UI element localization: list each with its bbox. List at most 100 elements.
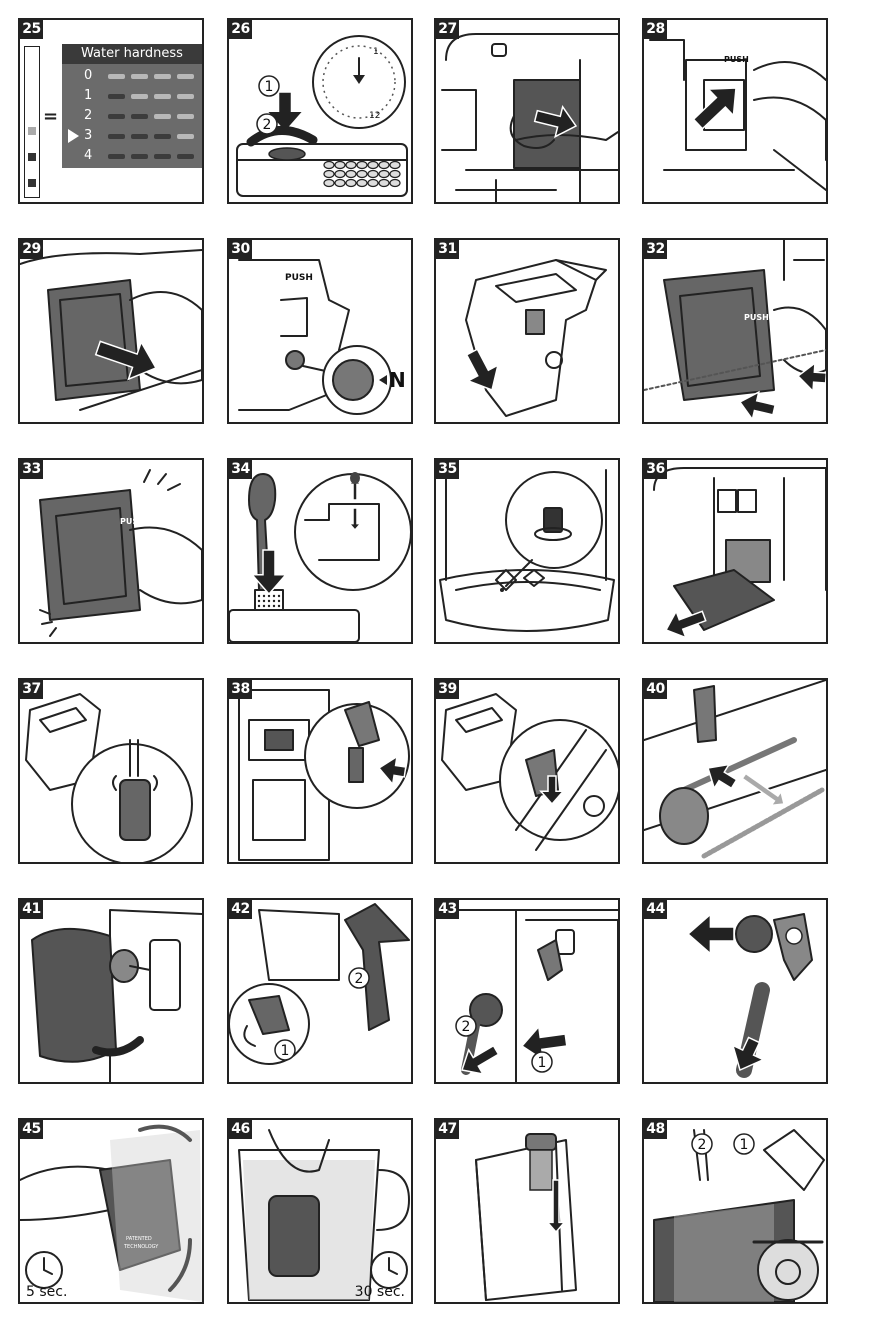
step-illustration xyxy=(644,680,826,862)
step-panel-lubricate-rail: 40 xyxy=(642,678,828,864)
step-panel-milk-jug: 41 xyxy=(18,898,204,1084)
timer-icon xyxy=(26,1252,62,1288)
step-panel-remove-group: 29 xyxy=(18,238,204,424)
step-number: 25 xyxy=(20,20,43,39)
step-number: 44 xyxy=(644,900,667,919)
label-text: PUSH xyxy=(744,313,769,322)
step-illustration: 21 xyxy=(436,900,618,1082)
magnifier-icon xyxy=(323,346,391,414)
step-illustration: PUSH xyxy=(20,460,202,642)
svg-text:2: 2 xyxy=(355,971,364,987)
step-illustration: 21 xyxy=(229,900,411,1082)
hardness-bar xyxy=(108,134,125,139)
step-number-badge: 2 xyxy=(692,1134,712,1154)
label-text: PUSH xyxy=(120,517,145,526)
hardness-row: 4 xyxy=(62,146,202,166)
svg-text:1: 1 xyxy=(740,1137,749,1153)
hardness-bar xyxy=(131,154,148,159)
step-number: 40 xyxy=(644,680,667,699)
step-illustration xyxy=(436,240,618,422)
hardness-bar xyxy=(108,74,125,79)
step-number-badge: 1 xyxy=(734,1134,754,1154)
hardness-bar xyxy=(154,114,171,119)
hardness-row: 0 xyxy=(62,66,202,86)
hardness-bar xyxy=(131,134,148,139)
label-text: PUSH xyxy=(724,55,749,64)
step-number-badge: 1 xyxy=(532,1052,552,1072)
step-panel-spout-parts: 44 xyxy=(642,898,828,1084)
step-illustration xyxy=(229,460,411,642)
hardness-bar xyxy=(177,154,194,159)
step-illustration: 21 xyxy=(644,1120,826,1302)
hardness-row: 3 xyxy=(62,126,202,146)
step-illustration xyxy=(20,240,202,422)
label-text: PUSH xyxy=(285,273,313,283)
step-number-badge: 2 xyxy=(456,1016,476,1036)
step-number: 42 xyxy=(229,900,252,919)
duration-caption: 30 sec. xyxy=(355,1284,405,1300)
step-panel-tank-filter: 47 xyxy=(434,1118,620,1304)
step-number: 29 xyxy=(20,240,43,259)
hardness-bar xyxy=(108,114,125,119)
hardness-bar xyxy=(154,74,171,79)
duration-caption: 5 sec. xyxy=(26,1284,67,1300)
hardness-bar xyxy=(154,134,171,139)
svg-text:2: 2 xyxy=(698,1137,707,1153)
step-number-badge: 1 xyxy=(275,1040,295,1060)
step-illustration: PUSH xyxy=(644,240,826,422)
step-number: 32 xyxy=(644,240,667,259)
magnifier-icon xyxy=(506,472,602,568)
svg-text:2: 2 xyxy=(462,1019,471,1035)
step-number: 36 xyxy=(644,460,667,479)
push-arrow-icon xyxy=(798,363,826,391)
step-illustration xyxy=(436,1120,618,1302)
hardness-level: 4 xyxy=(84,146,92,166)
step-number-badge: 2 xyxy=(349,968,369,988)
hardness-bar xyxy=(177,114,194,119)
hardness-level: 1 xyxy=(84,86,92,106)
step-illustration xyxy=(20,900,202,1082)
step-illustration xyxy=(436,680,618,862)
strip-pad xyxy=(28,153,36,161)
step-number: 43 xyxy=(436,900,459,919)
hardness-bar xyxy=(154,94,171,99)
down-arrow-icon xyxy=(467,349,498,390)
label-text: TECHNOLOGY xyxy=(123,1244,159,1250)
step-illustration: PATENTED TECHNOLOGY xyxy=(20,1120,202,1302)
step-number: 47 xyxy=(436,1120,459,1139)
step-illustration: PUSH xyxy=(644,20,826,202)
hardness-bar xyxy=(108,154,125,159)
hardness-bar xyxy=(131,114,148,119)
step-number: 46 xyxy=(229,1120,252,1139)
push-arrow-icon xyxy=(740,392,775,419)
hardness-bar xyxy=(131,74,148,79)
svg-text:1: 1 xyxy=(538,1055,547,1071)
step-illustration xyxy=(229,1120,411,1302)
step-panel-push-button: PUSH 28 xyxy=(642,18,828,204)
left-arrow-icon xyxy=(688,914,734,953)
hardness-row: 2 xyxy=(62,106,202,126)
step-illustration xyxy=(436,460,618,642)
strip-pad xyxy=(28,127,36,135)
step-illustration: PUSH N xyxy=(229,240,411,422)
hardness-bar xyxy=(177,94,194,99)
step-number: 34 xyxy=(229,460,252,479)
step-number: 26 xyxy=(229,20,252,39)
step-number-badge: 1 xyxy=(259,76,279,96)
label-text: PATENTED xyxy=(126,1236,152,1242)
step-illustration xyxy=(436,20,618,202)
step-number: 28 xyxy=(644,20,667,39)
label-text: N xyxy=(389,368,406,392)
magnifier-icon xyxy=(72,740,192,862)
step-panel-lubricate-cylinder: 38 xyxy=(227,678,413,864)
step-panel-spoon: 34 xyxy=(227,458,413,644)
step-panel-insert-group: PUSH 32 xyxy=(642,238,828,424)
step-panel-rinse-group: 37 xyxy=(18,678,204,864)
step-number-badge: 2 xyxy=(257,114,277,134)
step-number: 48 xyxy=(644,1120,667,1139)
